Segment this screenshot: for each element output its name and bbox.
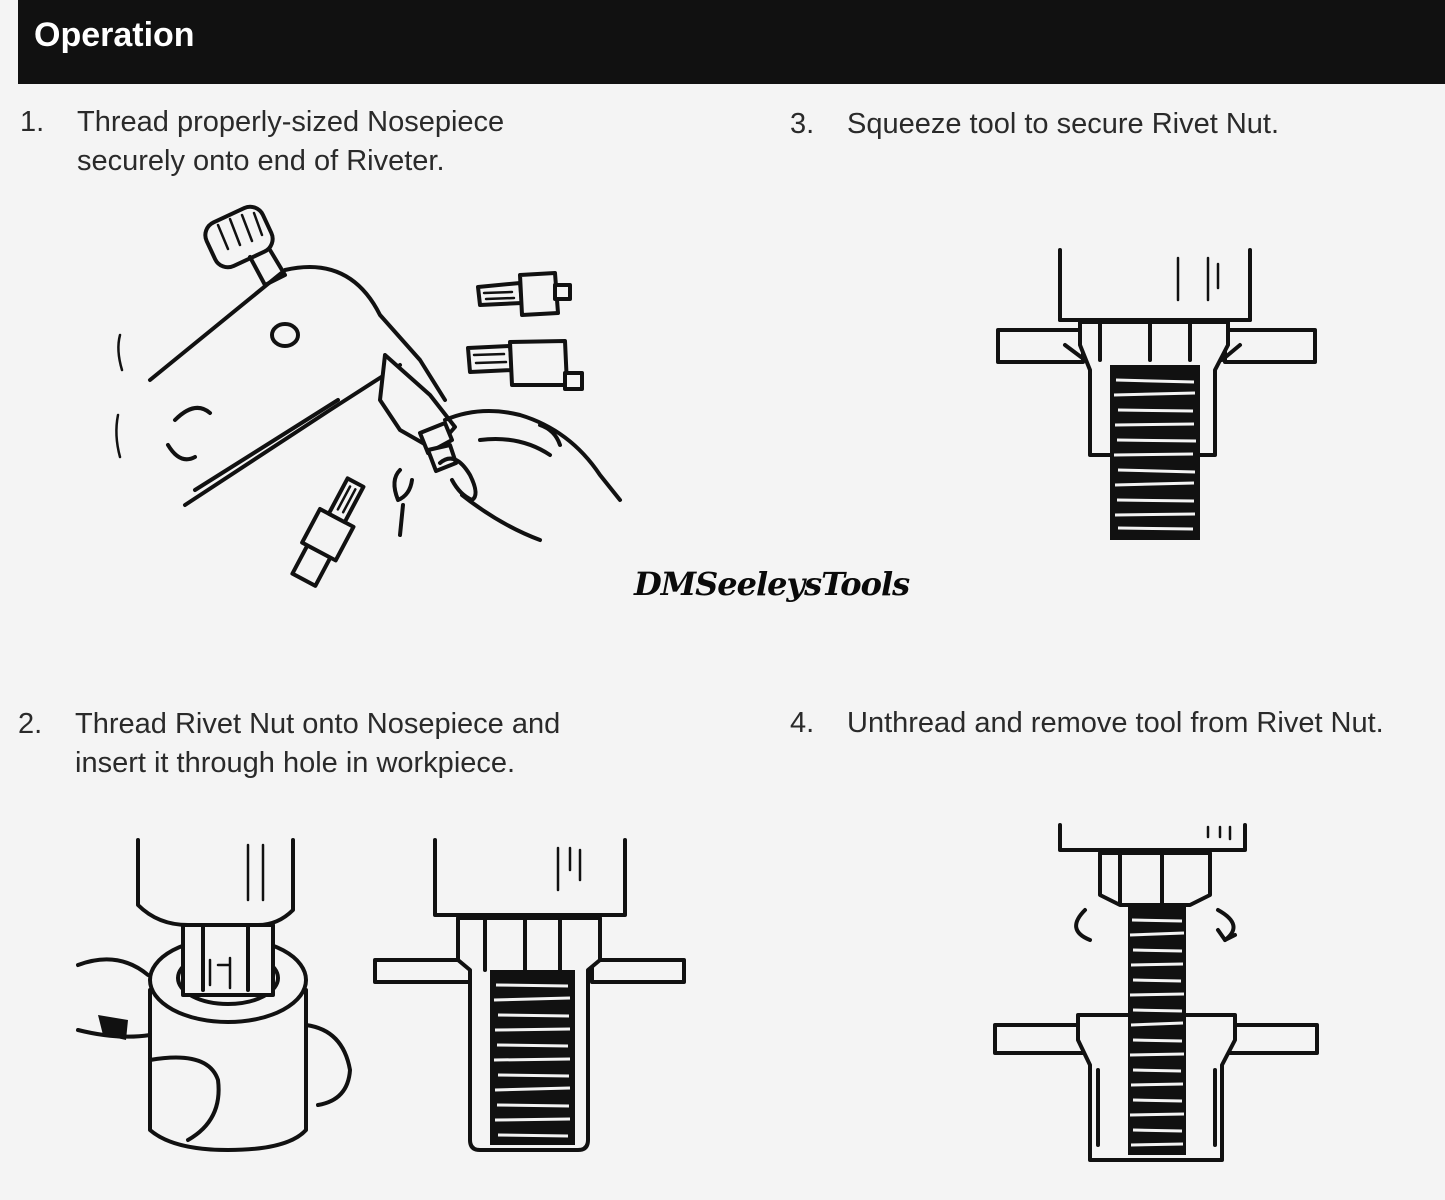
step-3: 3. Squeeze tool to secure Rivet Nut.: [790, 105, 1430, 145]
step-text-line: securely onto end of Riveter.: [77, 145, 445, 177]
step-2: 2. Thread Rivet Nut onto Nosepiece and i…: [18, 705, 718, 785]
unthread-tool-illustration: [993, 823, 1319, 1162]
insert-rivet-nut-perspective-illustration: [76, 838, 352, 1152]
step-number: 3.: [790, 108, 815, 140]
header-bar: [0, 0, 1445, 84]
riveter-nosepiece-illustration: [115, 204, 622, 588]
step-text-line: insert it through hole in workpiece.: [75, 747, 516, 779]
step-text-line: Unthread and remove tool from Rivet Nut.: [847, 707, 1384, 739]
step-number: 1.: [20, 106, 45, 138]
squeeze-rivet-nut-illustration: [996, 248, 1317, 540]
step-number: 4.: [790, 707, 815, 739]
header-margin: [0, 0, 18, 84]
step-text-line: Thread properly-sized Nosepiece: [77, 106, 505, 138]
step-1: 1. Thread properly-sized Nosepiece secur…: [20, 103, 720, 183]
watermark-text: DMSeeleysTools: [634, 565, 910, 603]
section-title: Operation: [34, 16, 195, 54]
step-text-line: Thread Rivet Nut onto Nosepiece and: [75, 708, 561, 740]
insert-rivet-nut-section-illustration: [373, 838, 686, 1152]
step-number: 2.: [18, 708, 43, 740]
step-text-line: Squeeze tool to secure Rivet Nut.: [847, 108, 1280, 140]
step-4: 4. Unthread and remove tool from Rivet N…: [790, 704, 1440, 744]
